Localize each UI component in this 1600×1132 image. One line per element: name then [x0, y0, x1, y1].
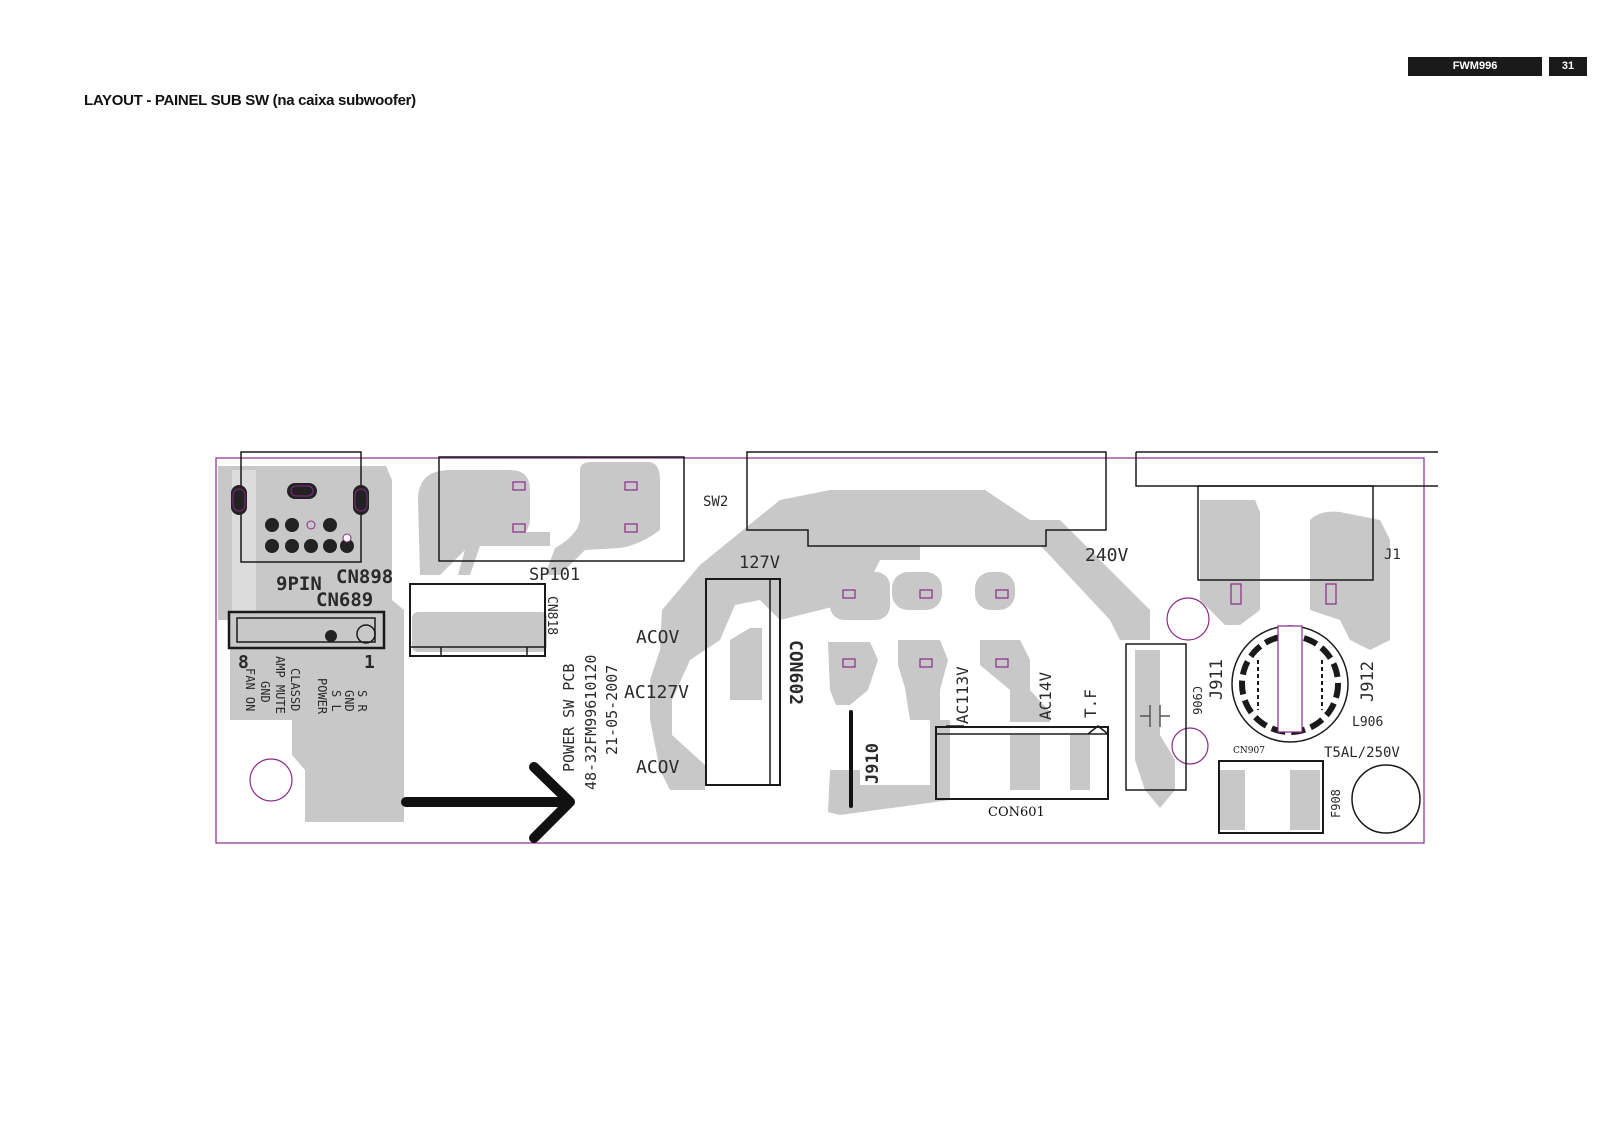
label-gnd: GND	[258, 681, 272, 703]
label-sp101: SP101	[529, 565, 580, 585]
board-outline	[215, 457, 1425, 844]
model-badge: FWM996	[1408, 57, 1542, 76]
label-acov-top: ACOV	[636, 627, 680, 648]
label-classd: CLASSD	[288, 668, 302, 711]
label-con601: CON601	[988, 805, 1045, 820]
label-cn689: CN689	[316, 589, 373, 611]
label-ac113v: AC113V	[953, 666, 972, 724]
label-fuse-rating: T5AL/250V	[1324, 745, 1400, 761]
label-sw2: SW2	[703, 494, 728, 510]
direction-arrow	[401, 762, 575, 843]
label-gnd-2: GND	[342, 690, 356, 712]
pads	[231, 481, 1349, 808]
page-title: LAYOUT - PAINEL SUB SW (na caixa subwoof…	[84, 92, 416, 109]
label-con602: CON602	[785, 640, 806, 705]
label-power: POWER	[315, 678, 329, 715]
label-cn898: CN898	[336, 566, 393, 588]
label-l906: L906	[1352, 715, 1383, 730]
label-240v: 240V	[1085, 545, 1129, 566]
label-pin8: 8	[238, 652, 249, 673]
label-pcb-date: 21-05-2007	[603, 665, 621, 755]
label-amp-mute: AMP MUTE	[273, 656, 287, 714]
label-127v: 127V	[739, 553, 780, 573]
label-tf: T.F	[1081, 689, 1100, 718]
label-pcb-number: 48-32FM99610120	[582, 655, 600, 790]
label-ac127v: AC127V	[624, 682, 689, 703]
label-c906: C906	[1190, 686, 1204, 715]
label-pcb-name: POWER SW PCB	[560, 664, 578, 772]
label-j912: J912	[1358, 661, 1378, 702]
label-j1: J1	[1384, 547, 1401, 563]
label-acov-bottom: ACOV	[636, 757, 680, 778]
label-9pin: 9PIN	[276, 573, 322, 595]
inductor-l906	[1231, 625, 1349, 743]
page-number-badge: 31	[1549, 57, 1587, 76]
label-j910: J910	[863, 743, 883, 784]
label-s-l: S L	[329, 690, 343, 712]
label-fan-on: FAN ON	[243, 668, 257, 711]
component-outlines	[227, 451, 1438, 834]
label-cn818: CN818	[544, 596, 559, 635]
label-ac14v: AC14V	[1036, 671, 1055, 720]
label-j911: J911	[1207, 659, 1227, 700]
label-s-r: S R	[355, 690, 369, 712]
silkscreen-labels: 9PIN CN898 CN689 8 1 FAN ON GND AMP MUTE…	[238, 494, 1401, 820]
label-pin1: 1	[364, 652, 375, 673]
label-cn907: CN907	[1233, 746, 1265, 756]
label-f908: F908	[1329, 789, 1343, 818]
